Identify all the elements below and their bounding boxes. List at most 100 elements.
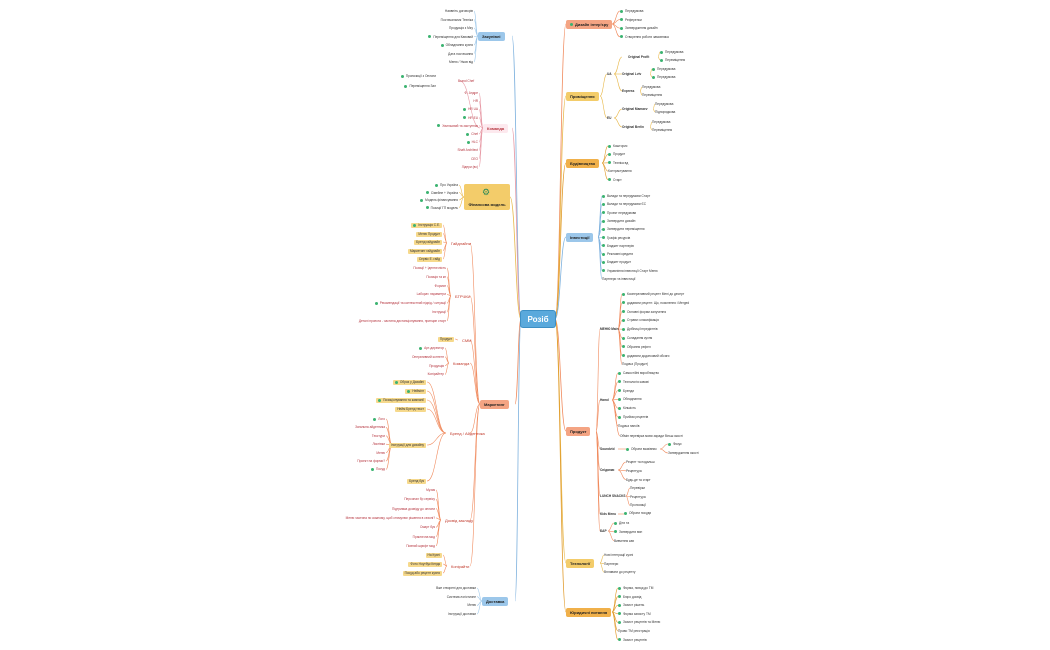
list-item[interactable]: HR UA [463, 107, 478, 112]
list-item[interactable]: Оперативний контент [412, 355, 444, 360]
list-item[interactable]: Затвердження якості [668, 451, 699, 456]
list-item[interactable]: Кооперативний рецепт Мені до десерт [622, 292, 684, 297]
branch-prymishchennia[interactable]: Приміщення [566, 92, 599, 101]
list-item[interactable]: Лідери (вс) [462, 165, 478, 170]
list-item[interactable]: Посуд або рецепт кухня [402, 571, 442, 576]
list-item[interactable]: Форма захисту ТМ [618, 612, 651, 617]
list-item[interactable]: Передумова [652, 120, 670, 125]
list-item[interactable]: Позиція та кп [426, 275, 446, 280]
list-item[interactable]: Підпорядкова [655, 110, 675, 115]
branch-tekhnologii[interactable]: Технології [566, 559, 595, 568]
list-item[interactable]: Бренд гайдлайн [414, 240, 442, 245]
list-item[interactable]: Вивчення кав [614, 539, 634, 544]
list-item[interactable]: Обладнання кухня [440, 43, 473, 48]
list-item[interactable]: Захист рецептів та Меню [618, 620, 660, 625]
list-item[interactable]: Про Україна [435, 183, 458, 188]
branch-marketing[interactable]: Маркетинг [480, 400, 509, 409]
list-item[interactable]: Рекламні кредити [602, 252, 633, 257]
list-item[interactable]: Контрактування [608, 169, 632, 174]
sub-brend[interactable]: Бренд / Айдентика [450, 431, 485, 436]
list-item[interactable]: Позиціонування та кампанії [376, 398, 426, 403]
list-item[interactable]: Модель фінансування [420, 198, 458, 203]
list-item[interactable]: Смарт бук [420, 525, 435, 530]
list-item[interactable]: Посуд [370, 467, 385, 472]
sub-ua[interactable]: UA [607, 72, 612, 76]
list-item[interactable]: Пропозиції з Оплати [400, 74, 436, 79]
list-item[interactable]: Позиції ГП модель [425, 206, 458, 211]
list-item[interactable]: Переміщення Зал [404, 84, 436, 89]
sub-dosvid[interactable]: Досвід закладу [445, 518, 474, 523]
list-item[interactable]: Меню [376, 451, 385, 456]
list-item[interactable]: Бюро досвід [618, 595, 641, 600]
list-item[interactable]: Shaft Architect [457, 148, 478, 153]
list-item[interactable]: Меню / Умов від [449, 60, 473, 65]
list-item[interactable]: Бюджет продукт [602, 260, 631, 265]
list-item[interactable]: Меню Продукт [416, 231, 442, 237]
list-item[interactable]: Пропозиції [630, 503, 646, 508]
list-item[interactable]: Впливати до рецепту [604, 570, 635, 575]
list-item[interactable]: Листівки [372, 442, 385, 447]
list-item[interactable]: Наявніть договорів [445, 9, 473, 14]
sub-gaidlainy[interactable]: Гайдлайни [451, 241, 471, 246]
list-item[interactable]: Передумова [620, 9, 643, 14]
list-item[interactable]: Старт [608, 178, 622, 183]
list-item[interactable]: Повний шрифт мод [406, 544, 435, 549]
list-item[interactable]: Інструкції [432, 310, 446, 315]
list-item[interactable]: Фокус [668, 442, 682, 447]
list-item[interactable]: Подача напоїв [618, 424, 640, 429]
branch-dyzain[interactable]: Дизайн інтер'єру [566, 20, 613, 29]
list-item[interactable]: На Кухні [425, 553, 442, 558]
branch-zakupivli[interactable]: Закупівлі [478, 32, 505, 41]
list-item[interactable]: Прийом рецептів [618, 415, 648, 420]
sub-menu-main[interactable]: МЕНЮ Main [600, 327, 619, 331]
list-item[interactable]: Копірайтер [428, 372, 444, 377]
list-item[interactable]: Партнери [604, 562, 618, 567]
list-item[interactable]: HR [473, 99, 478, 104]
sub-eu[interactable]: EU [607, 116, 612, 120]
list-item[interactable]: Brand Chef [458, 79, 474, 84]
list-item[interactable]: Складання кухня [622, 336, 652, 341]
list-item[interactable]: Chef [466, 132, 478, 137]
list-item[interactable]: Передумова [652, 75, 675, 80]
branch-investytsii[interactable]: Інвестиції [566, 233, 594, 242]
list-item[interactable]: Референси [620, 18, 642, 23]
list-item[interactable]: Проект на форми? [357, 459, 385, 464]
list-item[interactable]: Страви: класифікація [622, 318, 659, 323]
list-item[interactable]: Обмін перевірка мови заради більш якості [620, 434, 683, 439]
sub-napoi[interactable]: Напої [600, 398, 609, 402]
list-item[interactable]: HLC [466, 140, 478, 145]
list-item[interactable]: Управління інвестиції Старт Меню [602, 269, 658, 274]
list-item[interactable]: Фото Ноутбук Кепдк [408, 562, 442, 567]
list-item[interactable]: Передумова [642, 85, 660, 90]
finmodel-box[interactable]: ⚙ Фінансова модель [464, 184, 510, 210]
list-item[interactable]: Передумова [652, 67, 675, 72]
list-item[interactable]: Нейм Бренд текст [395, 407, 426, 412]
list-item[interactable]: Самостійні виробництво [618, 371, 659, 376]
list-item[interactable]: Інструкція С.Е. [411, 223, 442, 228]
list-item[interactable]: Нові інтеграції кухні [604, 553, 633, 558]
list-item[interactable]: Неймінг [405, 389, 426, 394]
list-item[interactable]: Сімейне + Україна [425, 191, 458, 196]
sub-bar[interactable]: БАР [600, 529, 607, 533]
list-item[interactable]: Загальна айдентика [355, 425, 385, 430]
list-item[interactable]: Інструкції доставки [448, 612, 476, 617]
list-item[interactable]: Затвердити дизайн [602, 219, 635, 224]
sub-original-mamaev[interactable]: Original Mamaev [622, 107, 648, 111]
list-item[interactable]: Деталі проекта - частина дистанціонуванн… [359, 319, 446, 324]
sub-express[interactable]: Express [622, 89, 635, 93]
list-item[interactable]: Лого [373, 417, 385, 422]
list-item[interactable]: Музик [426, 488, 435, 493]
list-item[interactable]: Сервіс Е. гайд [416, 257, 442, 262]
list-item[interactable]: Арт-директор [419, 346, 444, 351]
branch-produkt[interactable]: Продукт [566, 427, 591, 436]
list-item[interactable]: Рецептура [626, 469, 642, 474]
list-item[interactable]: Обладнання [618, 397, 641, 402]
list-item[interactable]: Передумова [660, 50, 683, 55]
list-item[interactable]: Дата постачання [448, 52, 473, 57]
list-item[interactable]: Практична мод [413, 535, 435, 540]
list-item[interactable]: Кошторис [608, 144, 628, 149]
sub-snidanky[interactable]: Сніданки [600, 468, 615, 472]
list-item[interactable]: Графік ресурсів [602, 236, 630, 241]
list-item[interactable]: Переміщення [652, 128, 672, 133]
list-item[interactable]: Переміщення для Кавовий [428, 35, 473, 40]
